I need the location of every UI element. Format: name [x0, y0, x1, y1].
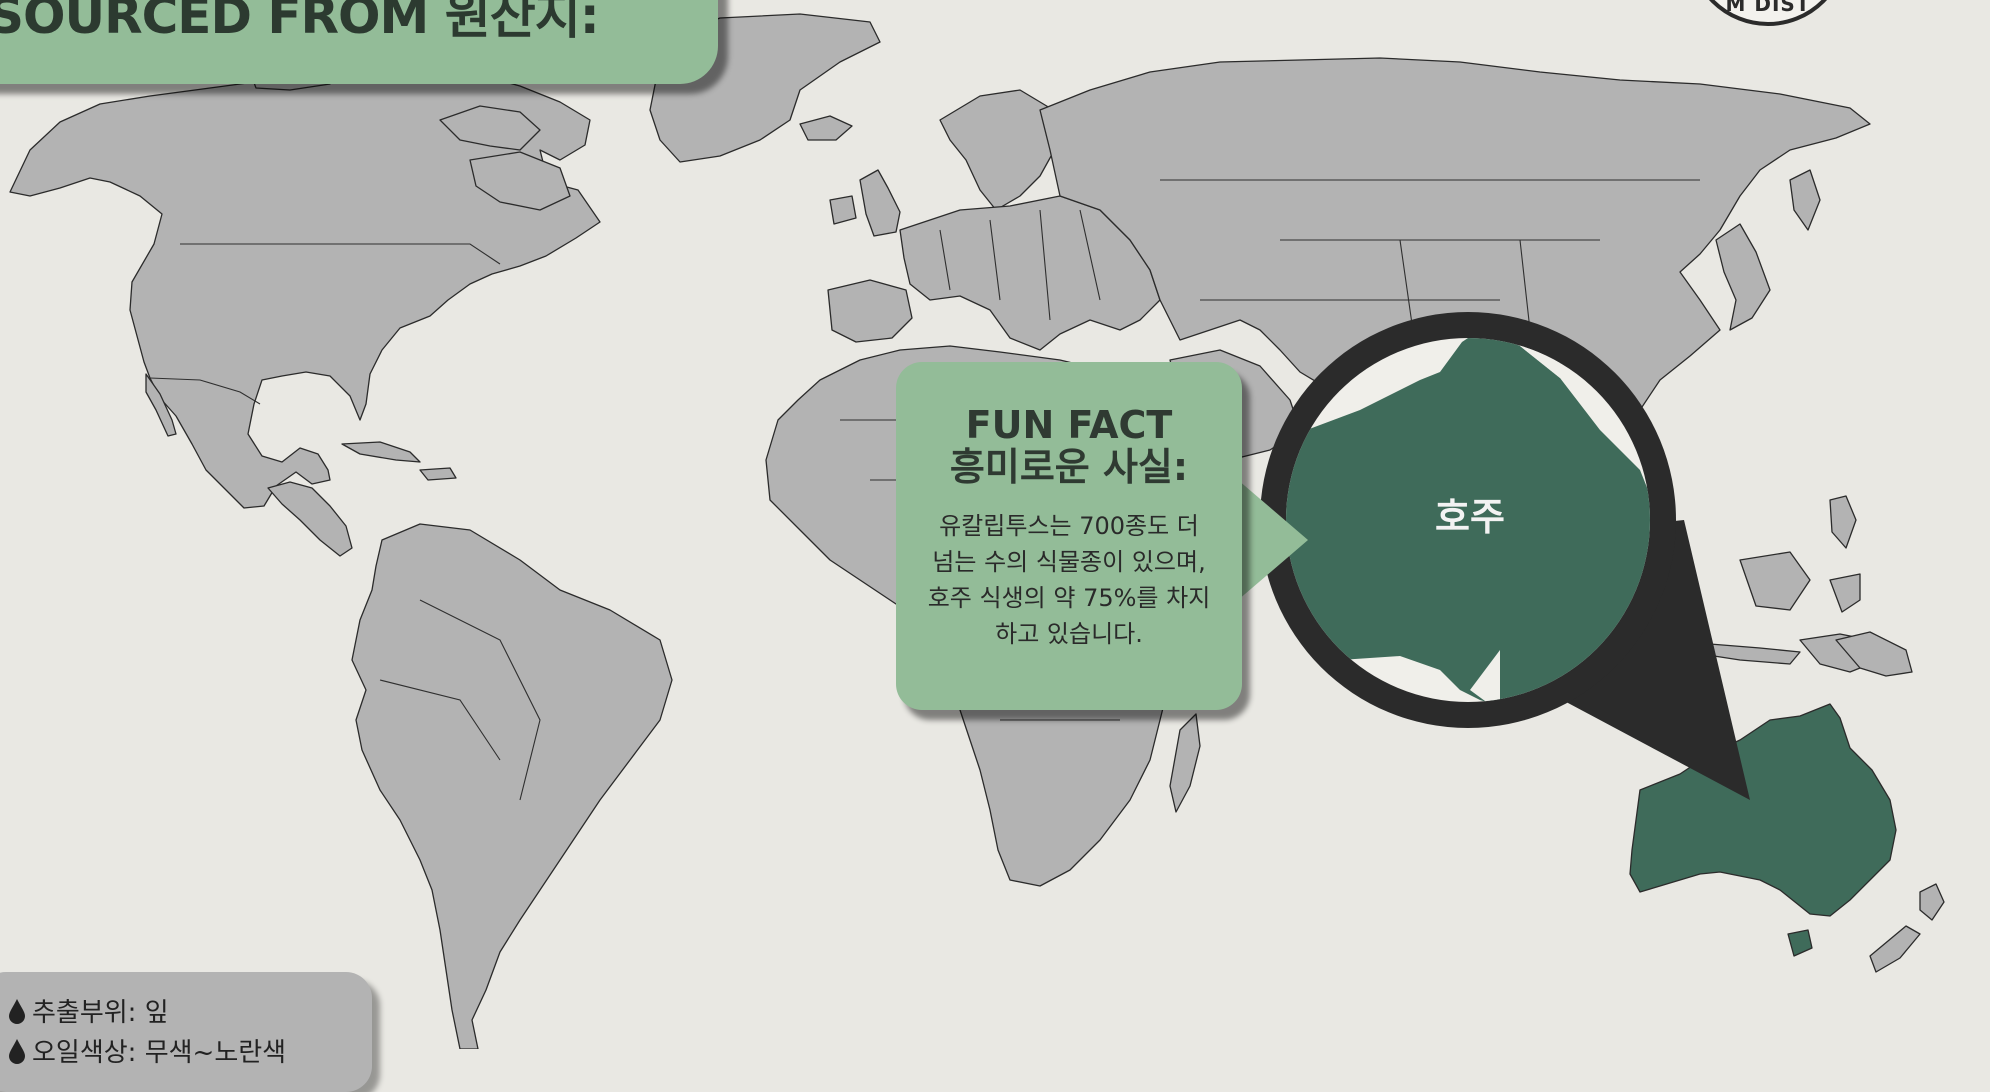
border-canada-usa — [180, 243, 501, 265]
land-sulawesi — [1829, 573, 1861, 613]
border-asia — [1160, 179, 1700, 421]
fun-fact-body: 유칼립투스는 700종도 더 넘는 수의 식물종이 있으며, 호주 식생의 약 … — [927, 512, 1211, 648]
fun-fact-box: FUN FACT 흥미로운 사실: 유칼립투스는 700종도 더 넘는 수의 식… — [896, 362, 1242, 710]
fun-fact-title: FUN FACT — [965, 403, 1173, 447]
badge-text: M DIST — [1725, 0, 1811, 16]
page-title: SOURCED FROM 원산지: — [0, 0, 600, 45]
land-cuba — [341, 441, 421, 463]
land-hispaniola — [419, 467, 457, 481]
fun-fact-arrow — [1238, 480, 1308, 600]
land-indonesia-chain — [1709, 643, 1801, 665]
land-iceland — [799, 115, 853, 141]
world-map — [9, 13, 1945, 1049]
land-papua-new-guinea — [1835, 631, 1913, 677]
info-part-line: 추출부위: 잎 — [8, 992, 169, 1029]
australia-region — [1629, 703, 1897, 917]
land-new-zealand-north — [1919, 883, 1945, 921]
land-ireland — [829, 195, 857, 225]
land-philippines — [1829, 495, 1857, 549]
callout-sea — [1470, 338, 1560, 702]
land-tasmania — [1787, 929, 1813, 957]
callout-australia-zoom — [1286, 338, 1650, 702]
border-south-america — [379, 599, 541, 801]
drop-icon — [9, 1038, 25, 1064]
land-new-zealand-south — [1869, 925, 1921, 973]
land-south-america — [351, 523, 673, 1049]
info-color-line: 오일색상: 무색~노란색 — [8, 1032, 286, 1069]
land-iberia — [827, 279, 913, 343]
border-usa-mexico — [149, 377, 261, 405]
info-panel: 추출부위: 잎 오일색상: 무색~노란색 — [0, 972, 372, 1092]
drop-icon — [9, 998, 25, 1024]
land-scandinavia — [939, 89, 1061, 211]
land-japan — [1715, 223, 1771, 331]
land-hudson-east — [469, 151, 571, 211]
land-uk — [859, 169, 901, 237]
info-part-label: 추출부위: 잎 — [32, 998, 169, 1028]
land-borneo — [1739, 551, 1811, 611]
land-madagascar — [1169, 713, 1201, 813]
callout-region-label: 호주 — [1435, 495, 1505, 539]
border-europe — [939, 209, 1101, 321]
land-kamchatka — [1789, 169, 1821, 231]
land-central-america — [267, 481, 353, 557]
info-color-label: 오일색상: 무색~노란색 — [32, 1038, 287, 1068]
fun-fact-subtitle: 흥미로운 사실: — [949, 445, 1189, 489]
land-baja — [145, 373, 177, 437]
land-baffin — [439, 105, 541, 151]
title-banner: SOURCED FROM 원산지: — [0, 0, 718, 84]
